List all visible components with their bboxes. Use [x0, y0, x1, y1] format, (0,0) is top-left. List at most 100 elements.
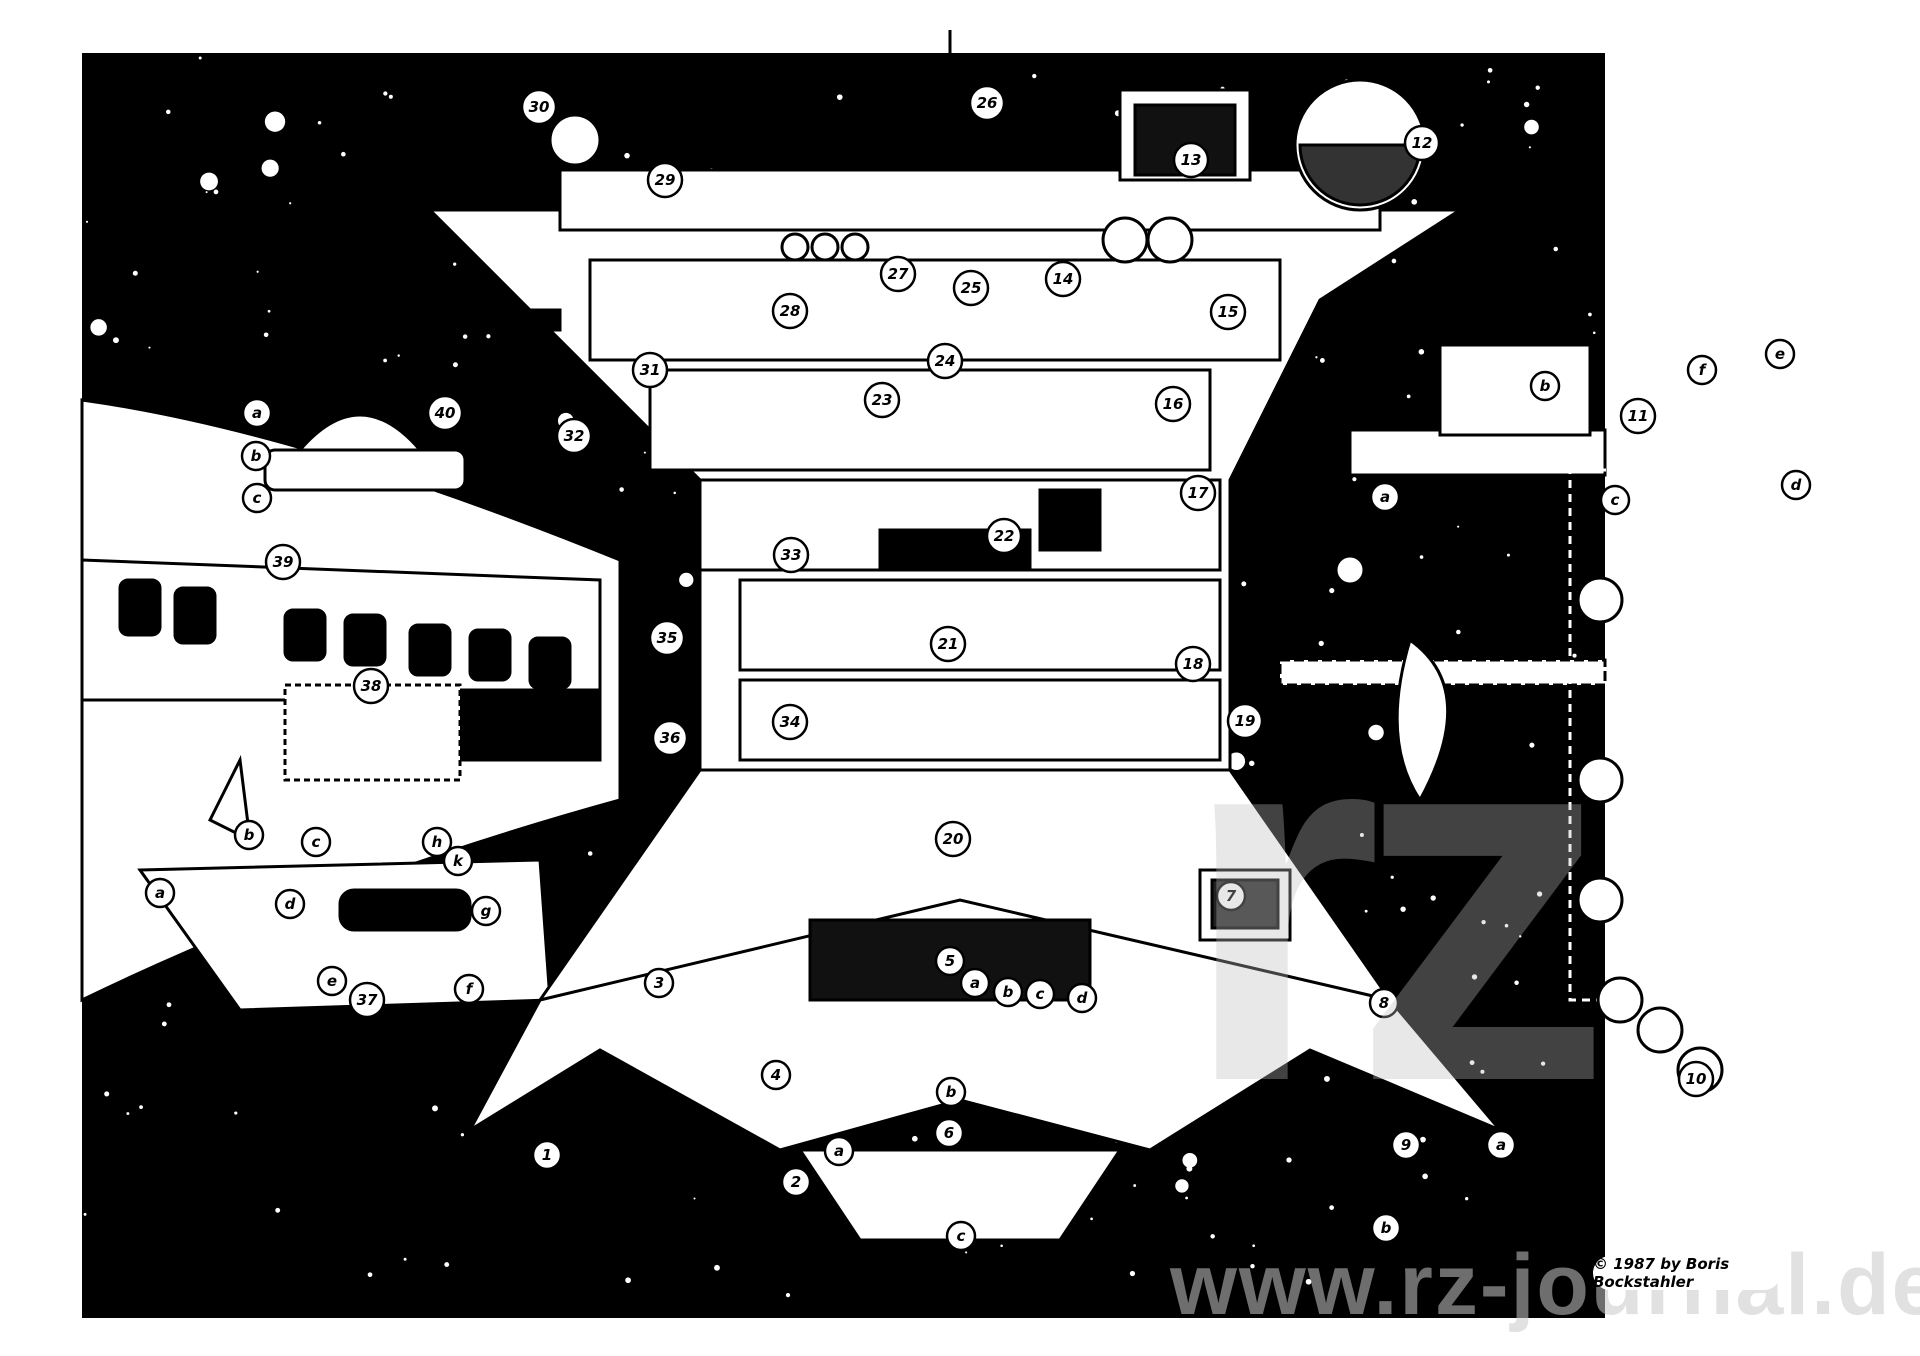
callout-text: d	[1791, 476, 1802, 494]
star	[1319, 358, 1325, 363]
star	[714, 1264, 720, 1271]
callout-text: 4	[770, 1066, 781, 1084]
star	[275, 1207, 281, 1213]
callout-text: 29	[655, 171, 676, 189]
star	[1430, 895, 1436, 901]
callout-text: 9	[1401, 1136, 1411, 1154]
callout-label: 40	[426, 394, 464, 432]
callout-label: 29	[646, 161, 684, 199]
star	[213, 189, 219, 195]
callout-label: 15	[1209, 293, 1247, 331]
callout-label: b	[992, 976, 1024, 1008]
callout-text: 38	[361, 677, 382, 695]
star	[85, 220, 89, 223]
callout-label: 23	[863, 381, 901, 419]
star	[836, 94, 843, 101]
callout-label: 13	[1172, 141, 1210, 179]
callout-text: 40	[434, 404, 456, 422]
star	[643, 451, 646, 454]
callout-text: 33	[781, 546, 802, 564]
callout-text: b	[1381, 1219, 1392, 1237]
callout-text: c	[1611, 491, 1620, 509]
callout-label: 18	[1174, 645, 1212, 683]
star	[90, 319, 107, 336]
callout-label: 38	[352, 667, 390, 705]
callout-label: 21	[929, 625, 967, 663]
star	[289, 202, 292, 205]
star	[624, 152, 630, 159]
callout-label: 39	[264, 543, 302, 581]
callout-text: g	[481, 902, 492, 920]
star	[460, 1133, 465, 1137]
star	[1329, 1205, 1335, 1210]
star	[403, 1257, 407, 1261]
callout-label: 31	[631, 351, 669, 389]
star	[263, 332, 269, 338]
star	[1524, 119, 1539, 135]
callout-text: 1	[542, 1146, 552, 1164]
star	[444, 1262, 450, 1268]
callout-label: 6	[933, 1117, 965, 1149]
star	[587, 851, 593, 856]
star	[148, 346, 151, 349]
star	[965, 1251, 968, 1254]
star	[264, 111, 286, 132]
callout-label: f	[1686, 354, 1718, 386]
star	[198, 56, 202, 60]
callout-label: d	[274, 888, 306, 920]
star	[1535, 85, 1540, 90]
star	[1368, 724, 1384, 741]
callout-text: a	[1496, 1136, 1506, 1154]
callout-text: 17	[1188, 484, 1209, 502]
star	[1481, 919, 1486, 925]
star	[1390, 875, 1394, 879]
callout-text: e	[327, 972, 337, 990]
callout-text: 39	[273, 553, 294, 571]
callout-label: 3	[643, 967, 675, 999]
star	[785, 1292, 791, 1298]
callout-label: 36	[651, 719, 689, 757]
callout-text: 21	[938, 635, 959, 653]
star	[1504, 923, 1509, 928]
callout-text: 15	[1218, 303, 1239, 321]
callout-label: 24	[926, 342, 964, 380]
star	[1352, 477, 1357, 482]
star	[256, 270, 259, 273]
callout-label: 16	[1154, 385, 1192, 423]
callout-label: b	[233, 819, 265, 851]
callout-text: 27	[888, 265, 909, 283]
callout-label: 9	[1390, 1129, 1422, 1161]
star	[1529, 742, 1535, 748]
callout-label: 19	[1226, 702, 1264, 740]
callout-text: 19	[1235, 712, 1256, 730]
callout-text: a	[834, 1142, 844, 1160]
callout-label: 8	[1368, 987, 1400, 1019]
callout-text: h	[432, 833, 443, 851]
star	[1471, 974, 1478, 980]
star	[383, 91, 388, 96]
callout-label: d	[1780, 469, 1812, 501]
callout-label: a	[241, 397, 273, 429]
callout-label: 20	[934, 820, 972, 858]
shuttle-40	[263, 413, 467, 492]
callout-text: 34	[780, 713, 801, 731]
callout-label: 5	[934, 945, 966, 977]
callout-label: 14	[1044, 260, 1082, 298]
callout-text: c	[253, 489, 262, 507]
star	[1315, 356, 1318, 359]
star	[1406, 394, 1411, 399]
callout-label: a	[823, 1135, 855, 1167]
star	[234, 1111, 238, 1115]
callout-label: 17	[1179, 474, 1217, 512]
star	[1506, 553, 1510, 557]
callout-label: b	[240, 440, 272, 472]
star	[1422, 1173, 1428, 1180]
callout-text: d	[285, 895, 296, 913]
star	[1324, 1075, 1330, 1082]
callout-text: 23	[872, 391, 893, 409]
callout-label: e	[316, 965, 348, 997]
star	[1090, 1217, 1093, 1221]
callout-label: c	[1024, 978, 1056, 1010]
star	[453, 262, 457, 266]
star	[104, 1091, 110, 1097]
